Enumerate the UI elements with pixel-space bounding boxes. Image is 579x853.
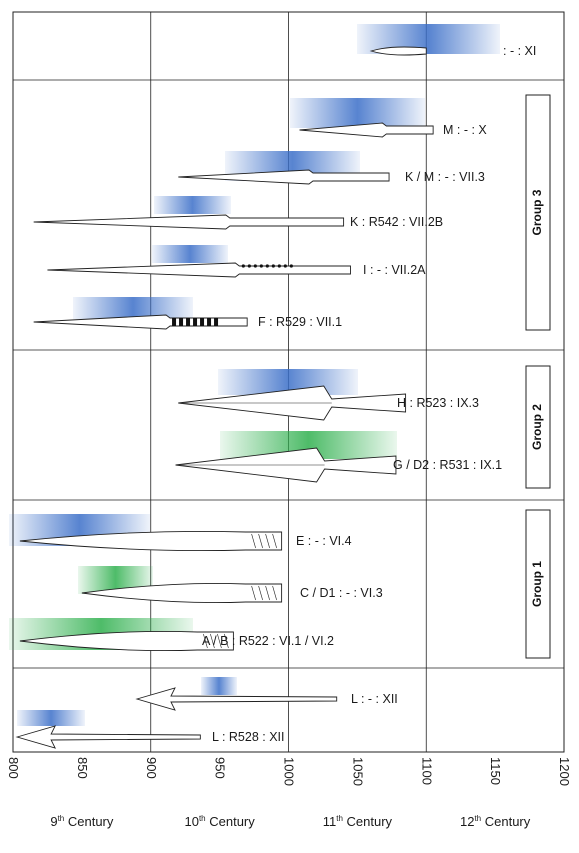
- pattern-welding-mark: [210, 633, 215, 649]
- item-label: M : - : X: [443, 123, 487, 137]
- item-labels: : - : XI M : - : X K / M : - : VII.3 K : R5…: [202, 44, 536, 744]
- group-box: [525, 365, 551, 489]
- socket-band: [193, 318, 198, 326]
- spearhead: [81, 582, 283, 604]
- pattern-welding-mark: [224, 633, 229, 649]
- spearhead: [47, 262, 351, 278]
- x-tick-label: 1150: [488, 757, 503, 785]
- item-label: E : - : VI.4: [296, 534, 352, 548]
- date-band: [290, 98, 425, 128]
- item-label: L : - : XII: [351, 692, 398, 706]
- socket-rivet: [247, 264, 251, 268]
- pattern-welding-mark: [217, 633, 222, 649]
- pattern-welding-mark: [265, 585, 270, 601]
- spearhead: [178, 169, 390, 185]
- socket-rivet: [277, 264, 281, 268]
- socket-rivet: [265, 264, 269, 268]
- group-label: Group 1: [530, 561, 544, 607]
- century-label: 10th Century: [184, 814, 255, 829]
- century-label: 9th Century: [50, 814, 114, 829]
- x-tick-label: 1000: [282, 757, 297, 786]
- item-label: K : R542 : VII.2B: [350, 215, 443, 229]
- date-range-bands: [9, 24, 500, 726]
- x-tick-label: 800: [6, 757, 21, 779]
- socket-band: [200, 318, 205, 326]
- century-label: 11th Century: [323, 814, 393, 829]
- spearhead: [19, 630, 234, 652]
- pattern-welding-mark: [272, 585, 277, 601]
- group-box: [525, 509, 551, 659]
- x-axis: 800 850 900 950 1000 1050 1100 1150 1200 9th Cent…: [6, 757, 572, 829]
- socket-band: [172, 318, 177, 326]
- socket-band: [207, 318, 212, 326]
- item-label: I : - : VII.2A: [363, 263, 426, 277]
- socket-band: [214, 318, 219, 326]
- group-label: Group 2: [530, 404, 544, 450]
- group-boxes: Group 3 Group 2 Group 1: [525, 94, 551, 659]
- socket-band: [186, 318, 191, 326]
- x-tick-label: 1200: [557, 757, 572, 786]
- socket-rivet: [289, 264, 293, 268]
- socket-rivet: [241, 264, 245, 268]
- group-box: [525, 94, 551, 331]
- item-label: : - : XI: [503, 44, 536, 58]
- socket-rivet: [271, 264, 275, 268]
- socket-band: [179, 318, 184, 326]
- arrowhead: [135, 687, 338, 711]
- socket-rivet: [259, 264, 263, 268]
- x-tick-label: 900: [144, 757, 159, 779]
- group-label: Group 3: [530, 189, 544, 235]
- item-label: G / D2 : R531 : IX.1: [393, 458, 502, 472]
- socket-rivet: [253, 264, 257, 268]
- arrowhead: [15, 725, 201, 749]
- pattern-welding-mark: [203, 633, 208, 649]
- date-band: [201, 677, 237, 695]
- item-label: A / B : R522 : VI.1 / VI.2: [202, 634, 334, 648]
- date-band: [154, 196, 231, 214]
- date-band: [152, 245, 228, 263]
- pattern-welding-mark: [258, 585, 263, 601]
- date-band: [73, 297, 193, 319]
- spearhead: [299, 122, 434, 138]
- pattern-welding-mark: [272, 533, 277, 549]
- x-tick-label: 1050: [350, 757, 365, 786]
- spearhead: [33, 214, 345, 230]
- item-label: F : R529 : VII.1: [258, 315, 342, 329]
- spearhead-drawings: [15, 46, 434, 749]
- item-label: H : R523 : IX.3: [397, 396, 479, 410]
- spearhead: [19, 530, 283, 552]
- pattern-welding-mark: [258, 533, 263, 549]
- spearhead: [369, 46, 427, 56]
- date-band: [17, 710, 85, 726]
- x-tick-label: 850: [75, 757, 90, 779]
- pattern-welding-mark: [251, 533, 256, 549]
- pattern-welding-mark: [251, 585, 256, 601]
- pattern-welding-mark: [265, 533, 270, 549]
- item-label: L : R528 : XII: [212, 730, 285, 744]
- century-label: 12th Century: [460, 814, 531, 829]
- item-label: K / M : - : VII.3: [405, 170, 485, 184]
- item-label: C / D1 : - : VI.3: [300, 586, 383, 600]
- x-tick-label: 1100: [419, 757, 434, 785]
- socket-rivet: [283, 264, 287, 268]
- x-tick-label: 950: [213, 757, 228, 779]
